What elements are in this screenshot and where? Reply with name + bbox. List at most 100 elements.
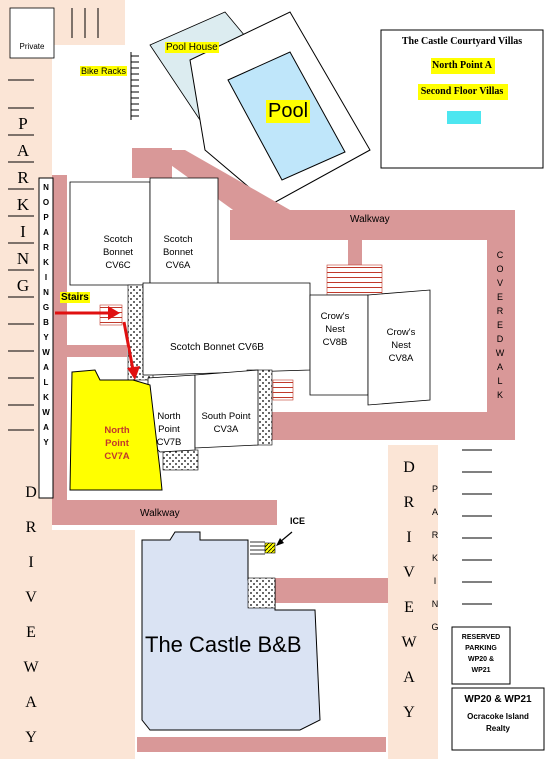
no-parking-strip [38,177,54,499]
vertical-letter: K [431,553,438,563]
vertical-letter: V [25,589,37,606]
title-highlight-2 [418,84,508,100]
unit-cv7a-outline [69,369,163,491]
vertical-letter: K [496,390,503,400]
vertical-letter: G [42,303,50,312]
vertical-letter: A [25,694,37,711]
vertical-letter: W [401,634,417,651]
ice-label: ICE [290,516,306,526]
walkway-bottom-label: Walkway [140,508,180,519]
vertical-letter: R [43,243,49,252]
unit-cv6b-label: Scotch Bonnet CV6B [170,342,264,353]
walkway-right [487,210,515,440]
walkway-left-stub [67,345,127,357]
vertical-letter: V [496,278,503,288]
top-parking-lines [71,8,99,38]
bike-racks-label: Bike Racks [80,66,128,76]
vertical-letter: E [496,320,503,330]
castle-building [141,531,321,731]
walkway-lower-right [270,412,515,440]
private-box [9,7,55,59]
realty-label: WP20 & WP21 Ocracoke Island Realty [464,694,532,733]
vertical-letter: L [497,376,503,386]
vertical-letter: W [495,348,505,358]
pool-label: Pool [266,100,311,123]
vertical-letter: N [431,599,439,609]
vertical-letter: N [16,249,30,268]
stairs-right [272,379,294,401]
vertical-letter: I [433,576,437,586]
castle-dotted-area [247,577,276,609]
walkway-castle-bottom [137,737,386,752]
vertical-letter: W [42,348,50,357]
vertical-letter: W [23,659,39,676]
title-line-2: North Point A [432,60,492,71]
ice-arrow [276,531,293,546]
vertical-letter: I [44,273,48,282]
vertical-letter: A [43,228,49,237]
vertical-letter: E [404,599,414,616]
vertical-letter: E [496,292,503,302]
vertical-letter: R [431,530,439,540]
unit-cv8a-outline [367,289,431,406]
ice-machine [264,542,276,554]
vertical-letter: A [403,669,415,686]
vertical-letter: I [28,554,34,571]
stairs-arrows [55,306,140,380]
vertical-letter: R [403,494,415,511]
walkway-castle-right [275,578,388,603]
vertical-letter: K [43,393,49,402]
vertical-letter: O [42,198,50,207]
vertical-letter: W [42,408,50,417]
vertical-letter: N [43,288,49,297]
vertical-letter: K [43,258,49,267]
vertical-letter: V [403,564,415,581]
bottom-left-driveway [0,530,135,759]
vertical-letter: Y [43,333,49,342]
vertical-letter: G [16,276,30,295]
vertical-letter: N [43,183,49,192]
vertical-letter: Y [403,704,415,721]
walkway-diagonal [150,150,290,215]
vertical-letter: D [25,484,37,501]
vertical-letter: Y [43,438,49,447]
walkway-top-label: Walkway [350,214,390,225]
pool-house-label: Pool House [165,42,219,53]
realty-box [451,687,545,751]
vertical-letter: I [20,222,26,241]
bike-rack-lines [130,52,139,120]
vertical-letter: E [26,624,36,641]
vertical-letter: A [496,362,503,372]
unit-cv3a-outline [194,369,259,449]
right-parking-dashes [462,449,492,605]
vertical-letter: P [431,484,438,494]
vertical-letter: Y [25,729,37,746]
vertical-letter: I [406,529,412,546]
vertical-letter: K [16,195,30,214]
walkway-connector [348,238,362,268]
vertical-letter: R [17,168,29,187]
walkway-top [230,210,515,240]
title-swatch [447,111,481,124]
title-line-3: Second Floor Villas [420,86,504,97]
vertical-letter: B [43,318,49,327]
castle-steps [250,541,265,555]
stairs-top [326,264,383,296]
vertical-letter: P [18,114,28,133]
title-line-1: The Castle Courtyard Villas [401,36,523,47]
vertical-letter: A [43,423,49,432]
building-units [69,177,431,491]
vertical-letter: R [496,306,504,316]
